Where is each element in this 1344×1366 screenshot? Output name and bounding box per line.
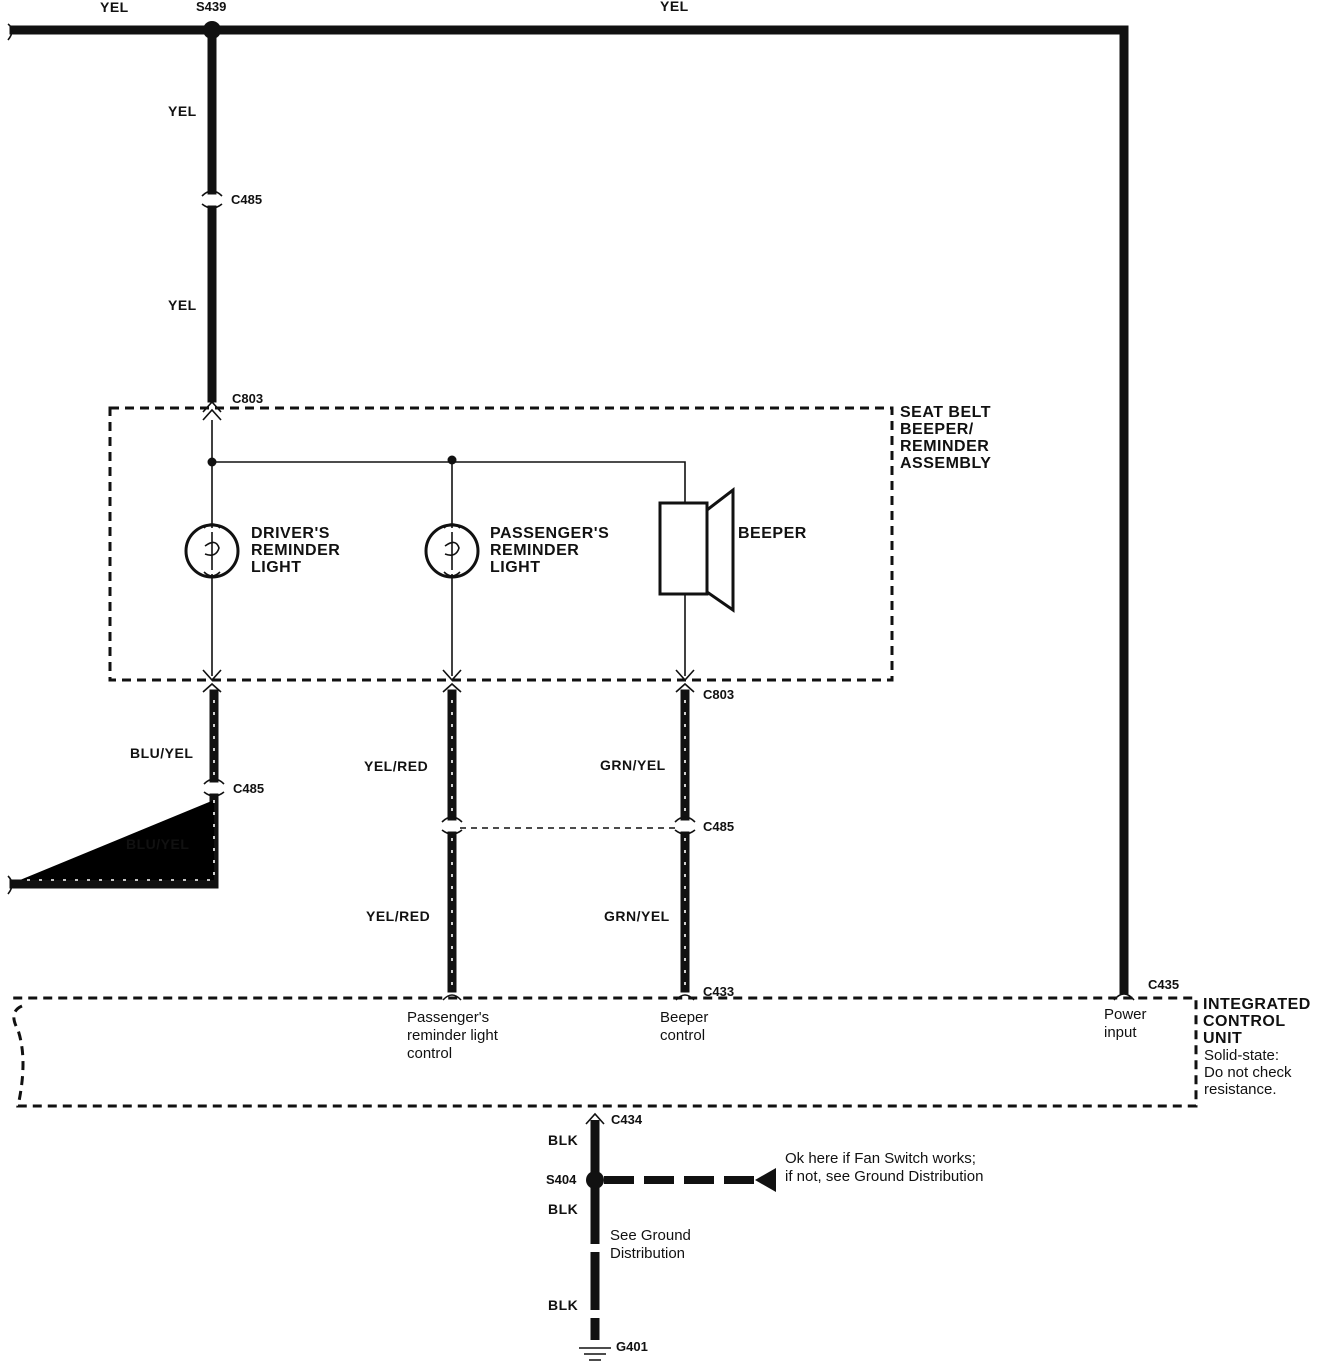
blk-ground-wire	[579, 1112, 776, 1361]
connector-c435: C435	[1148, 977, 1179, 992]
wire-label-yel-red-upper: YEL/RED	[364, 758, 428, 774]
fan-switch-note-2: if not, see Ground Distribution	[785, 1168, 983, 1185]
wire-label-yel-lower: YEL	[168, 297, 197, 313]
wire-label-yel-red-lower: YEL/RED	[366, 908, 430, 924]
assembly-title-line-4: ASSEMBLY	[900, 455, 991, 472]
ground-distribution-note-1: See Ground	[610, 1227, 691, 1244]
connector-c803-top: C803	[232, 391, 263, 406]
pin-beeper-label-1: Beeper	[660, 1009, 708, 1026]
passenger-light-label-1: PASSENGER'S	[490, 525, 609, 542]
pin-power-label-2: input	[1104, 1024, 1137, 1041]
pin-power-label-1: Power	[1104, 1006, 1147, 1023]
wire-label-blu-yel-upper: BLU/YEL	[130, 745, 193, 761]
c803-bottom-connectors	[202, 669, 695, 693]
wire-label-blk-lower: BLK	[548, 1297, 578, 1313]
connector-s404: S404	[546, 1172, 577, 1187]
assembly-title-line-1: SEAT BELT	[900, 404, 991, 421]
integrated-control-unit-box	[10, 996, 1198, 1108]
wire-label-grn-yel-lower: GRN/YEL	[604, 908, 670, 924]
wire-label-grn-yel-upper: GRN/YEL	[600, 757, 666, 773]
connector-g401: G401	[616, 1339, 648, 1354]
yel-red-wire	[441, 689, 463, 1001]
ground-distribution-note-2: Distribution	[610, 1245, 685, 1262]
control-unit-note-3: resistance.	[1204, 1081, 1277, 1098]
arrow-left-icon	[755, 1168, 776, 1192]
connector-c485-left: C485	[233, 781, 264, 796]
control-unit-title-1: INTEGRATED	[1203, 996, 1311, 1013]
assembly-title-line-3: REMINDER	[900, 438, 989, 455]
connector-c434: C434	[611, 1112, 643, 1127]
beeper-label: BEEPER	[738, 525, 807, 542]
passenger-light-label-3: LIGHT	[490, 559, 541, 576]
driver-light-label-3: LIGHT	[251, 559, 302, 576]
wire-label-yel-top-right: YEL	[660, 0, 689, 14]
connector-c803-bottom: C803	[703, 687, 734, 702]
control-unit-title-2: CONTROL	[1203, 1013, 1286, 1030]
driver-light-label-1: DRIVER'S	[251, 525, 330, 542]
wire-label-blk-middle: BLK	[548, 1201, 578, 1217]
wire-label-blu-yel-lower: BLU/YEL	[126, 836, 189, 852]
drivers-reminder-light-icon	[184, 518, 240, 586]
driver-light-label-2: REMINDER	[251, 542, 340, 559]
assembly-title-line-2: BEEPER/	[900, 421, 974, 438]
assembly-internal-wiring	[207, 420, 686, 676]
beeper-icon	[658, 486, 735, 613]
seat-belt-assembly-box	[108, 406, 894, 682]
connector-c433: C433	[703, 984, 734, 999]
grn-yel-wire	[674, 689, 696, 1001]
control-unit-note-2: Do not check	[1204, 1064, 1292, 1081]
control-unit-title-3: UNIT	[1203, 1030, 1242, 1047]
wire-label-yel-top-left: YEL	[100, 0, 129, 15]
splice-s404-dot	[586, 1171, 604, 1189]
pin-beeper-label-2: control	[660, 1027, 705, 1044]
connector-c485-top: C485	[231, 192, 262, 207]
fan-switch-note-1: Ok here if Fan Switch works;	[785, 1150, 976, 1167]
connector-c485-right: C485	[703, 819, 734, 834]
yel-power-wire	[7, 21, 1135, 1001]
pin-passenger-label-2: reminder light	[407, 1027, 499, 1044]
pin-passenger-label-1: Passenger's	[407, 1009, 489, 1026]
connector-s439: S439	[196, 0, 226, 14]
passengers-reminder-light-icon	[424, 518, 480, 586]
blu-yel-wire	[7, 689, 225, 895]
passenger-light-label-2: REMINDER	[490, 542, 579, 559]
ground-icon	[579, 1347, 611, 1361]
wire-label-blk-upper: BLK	[548, 1132, 578, 1148]
control-unit-note-1: Solid-state:	[1204, 1047, 1279, 1064]
pin-passenger-label-3: control	[407, 1045, 452, 1062]
labels: YEL YEL S439 YEL C485 YEL C803 SEAT BELT…	[100, 0, 1311, 1354]
wire-label-yel-upper: YEL	[168, 103, 197, 119]
